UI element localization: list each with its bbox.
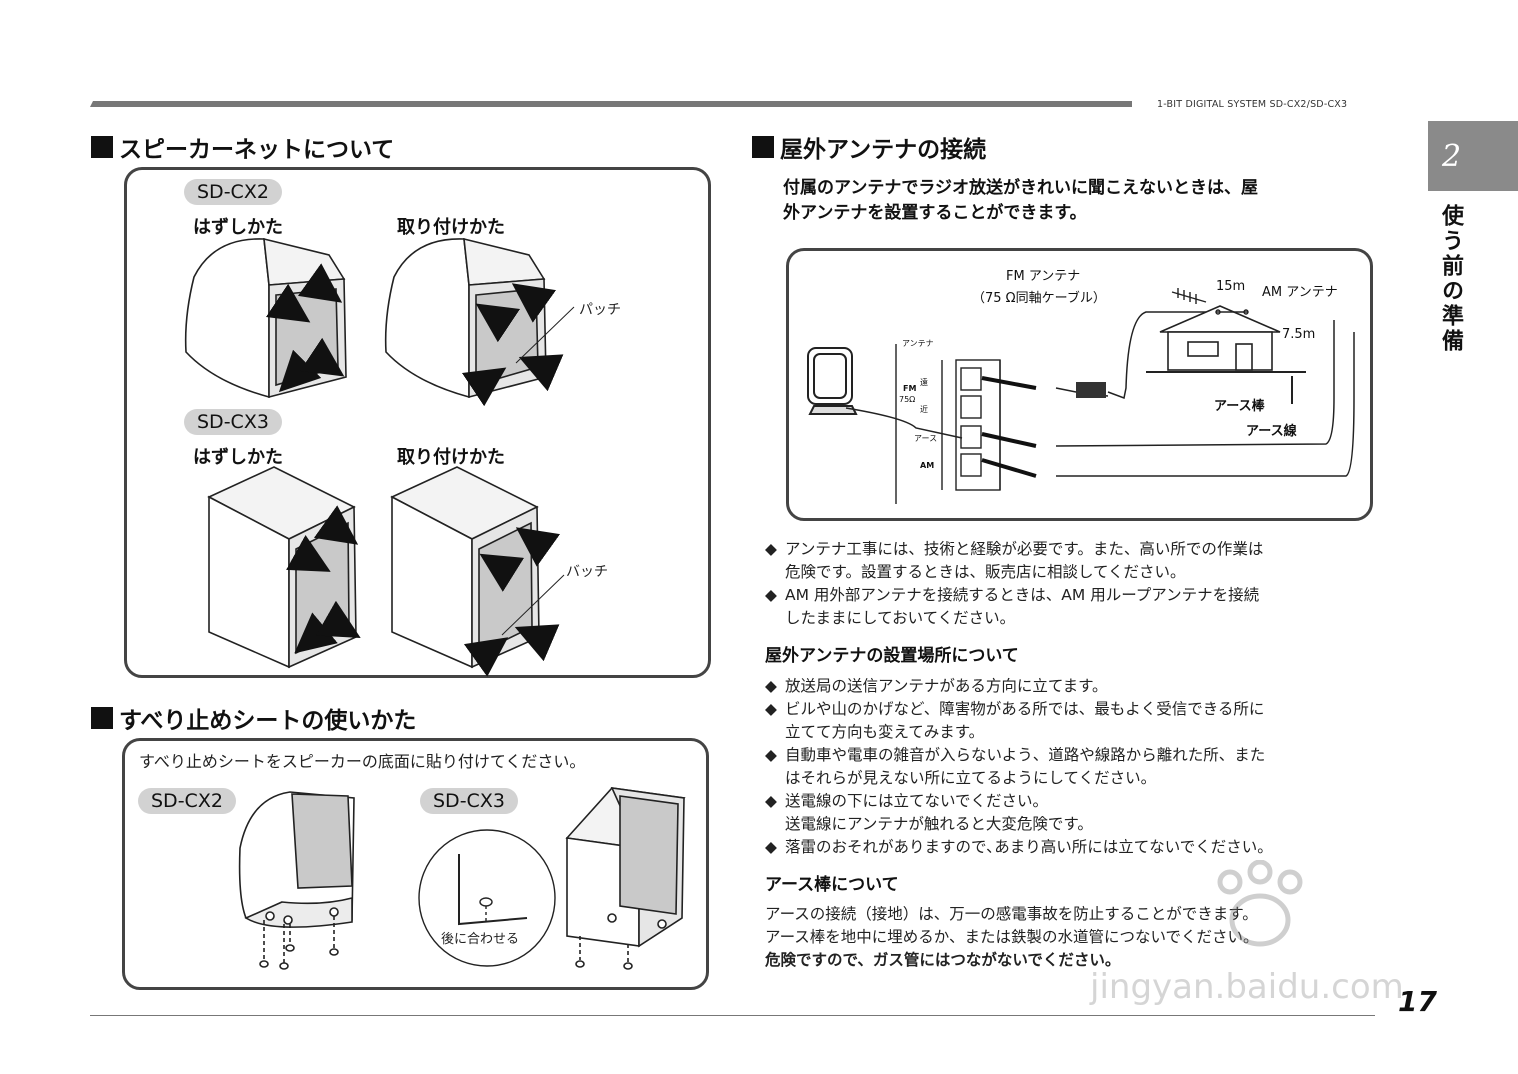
remove-label-cx3: はずしかた	[193, 447, 283, 468]
patch-label-cx2: パッチ	[579, 302, 621, 318]
footer-rule	[90, 1015, 1375, 1016]
fm-antenna-label: FM アンテナ	[1006, 269, 1080, 284]
antenna-notes: ◆アンテナ工事には、技術と経験が必要です。また、高い所での作業は危険です。設置す…	[765, 538, 1375, 630]
speaker-cx2-remove	[184, 237, 347, 399]
placement-heading: 屋外アンテナの設置場所について	[765, 646, 1019, 666]
speaker-cx2-bottom	[238, 791, 355, 970]
list-item: ◆アンテナ工事には、技術と経験が必要です。また、高い所での作業は危険です。設置す…	[765, 540, 1264, 581]
watermark-logo: jingyan.baidu.com	[1089, 860, 1404, 1007]
placement-list: ◆放送局の送信アンテナがある方向に立てます。 ◆ビルや山のかげなど、障害物がある…	[765, 675, 1375, 859]
list-item: ◆放送局の送信アンテナがある方向に立てます。	[765, 677, 1108, 695]
coax-plug	[1076, 382, 1106, 398]
sheet-heading: すべり止めシートの使いかた	[91, 701, 416, 735]
speaker-cx2-attach	[384, 237, 575, 407]
attach-label-cx3: 取り付けかた	[397, 447, 505, 468]
am-label: AM	[920, 461, 934, 470]
zoom-circle	[418, 829, 556, 967]
antenna-heading: 屋外アンテナの接続	[752, 130, 986, 164]
fm-cable-label: （75 Ω同軸ケーブル）	[972, 290, 1106, 306]
am-antenna-wire	[1215, 309, 1249, 315]
speaker-net-heading: スピーカーネットについて	[91, 130, 394, 164]
align-label: 後に合わせる	[441, 932, 520, 947]
header-rule	[90, 101, 1132, 107]
square-bullet-icon	[91, 707, 113, 729]
speaker-cx3-bottom	[565, 787, 686, 970]
sheet-model-sd-cx2: SD-CX2	[138, 788, 236, 814]
model-name: 1-BIT DIGITAL SYSTEM SD-CX2/SD-CX3	[1157, 99, 1348, 110]
am-antenna-label: AM アンテナ	[1262, 285, 1338, 300]
chapter-tab: 2	[1428, 121, 1518, 191]
height-label: 7.5m	[1282, 327, 1315, 342]
sheet-instruction: すべり止めシートをスピーカーの底面に貼り付けてください。	[139, 752, 586, 771]
fm-ohm: 75Ω	[899, 395, 915, 404]
chapter-number: 2	[1442, 138, 1462, 174]
tuner-rear-panel	[895, 344, 1001, 504]
speaker-cx3-attach	[390, 466, 565, 677]
ground-wire-label: アース線	[1246, 423, 1298, 439]
square-bullet-icon	[752, 136, 774, 158]
distance-label: 15m	[1216, 279, 1245, 294]
square-bullet-icon	[91, 136, 113, 158]
ground-heading: アース棒について	[765, 875, 899, 895]
far-label: 遠	[920, 377, 928, 387]
ground-text: アースの接続（接地）は、万一の感電事故を防止することができます。 アース棒を地中…	[765, 905, 1259, 969]
speaker-cx3-remove	[207, 466, 361, 669]
earth-label: アース	[914, 434, 937, 443]
model-badge-sd-cx3: SD-CX3	[184, 409, 282, 435]
antenna-diagram: アンテナ FM 75Ω 遠 近 アース AM FM アンテナ （75 Ω同軸	[807, 269, 1355, 504]
loop-antenna-icon	[807, 347, 858, 415]
list-item: ◆送電線の下には立てないでください。送電線にアンテナが触れると大変危険です。	[765, 792, 1093, 833]
model-badge-sd-cx2: SD-CX2	[184, 179, 282, 205]
near-label: 近	[920, 404, 928, 414]
fm-antenna-icon	[1171, 288, 1207, 304]
house-icon	[1146, 305, 1306, 373]
connection-arrows	[981, 376, 1037, 478]
watermark-text: jingyan.baidu.com	[1089, 967, 1404, 1007]
remove-label-cx2: はずしかた	[193, 217, 283, 238]
list-item: ◆AM 用外部アンテナを接続するときは、AM 用ループアンテナを接続したままにし…	[765, 586, 1260, 627]
page-number: 17	[1398, 985, 1437, 1018]
panel-title: アンテナ	[902, 339, 934, 348]
sheet-illustrations	[238, 787, 686, 970]
ground-rod-label: アース棒	[1214, 398, 1266, 414]
patch-label-cx3: バッチ	[566, 564, 608, 580]
antenna-intro: 付属のアンテナでラジオ放送がきれいに聞こえないときは、屋 外アンテナを設置するこ…	[783, 178, 1258, 223]
list-item: ◆落雷のおそれがありますので､あまり高い所には立てないでください。	[765, 838, 1273, 856]
list-item: ◆自動車や電車の雑音が入らないよう、道路や線路から離れた所、またはそれらが見えな…	[765, 746, 1266, 787]
speaker-net-illustrations	[184, 237, 575, 677]
fm-label: FM	[903, 384, 916, 393]
sheet-model-sd-cx3: SD-CX3	[420, 788, 518, 814]
list-item: ◆ビルや山のかげなど、障害物がある所では、最もよく受信できる所に立てて方向も変え…	[765, 700, 1265, 741]
chapter-title: 使う前の準備	[1438, 204, 1463, 354]
attach-label-cx2: 取り付けかた	[397, 217, 505, 238]
